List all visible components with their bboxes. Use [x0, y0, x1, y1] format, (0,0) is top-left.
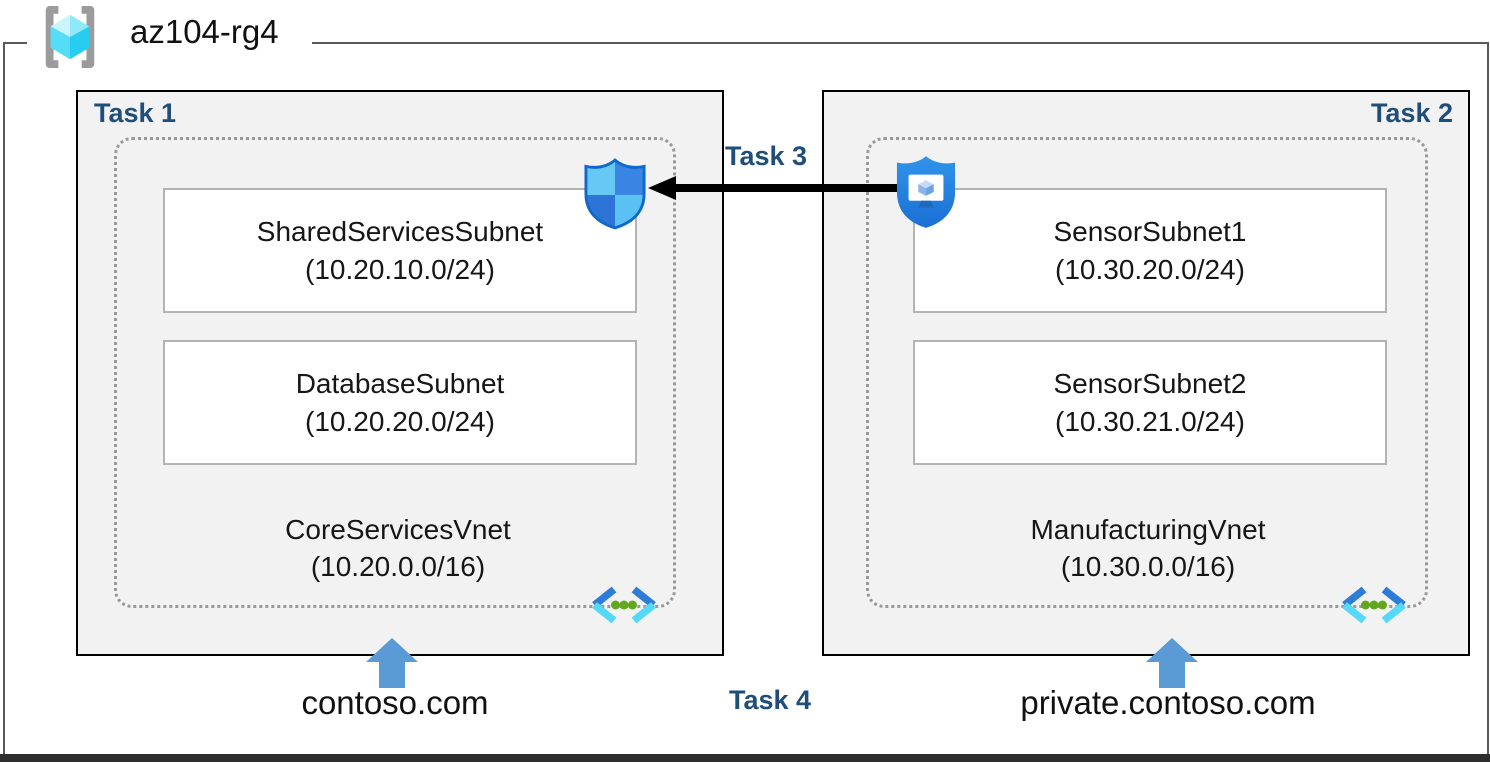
subnet-cidr: (10.30.21.0/24) — [1055, 405, 1245, 437]
up-arrow-icon — [1146, 638, 1198, 688]
contoso-domain-label: contoso.com — [301, 684, 489, 721]
subnet-name: SensorSubnet2 — [1053, 367, 1247, 399]
vnet-cidr-text: (10.30.0.0/16) — [1060, 551, 1236, 582]
resource-group-icon — [45, 5, 95, 69]
network-security-group-icon — [584, 158, 646, 230]
subnet-cidr: (10.30.20.0/24) — [1055, 253, 1245, 285]
manufacturing-vnet-label: ManufacturingVnet (10.30.0.0/16) — [913, 511, 1383, 585]
shielded-vm-icon — [896, 156, 956, 228]
task3-label: Task 3 — [724, 141, 808, 171]
rg-border-gap — [27, 36, 312, 50]
subnet-name: DatabaseSubnet — [295, 367, 505, 399]
sensor-subnet2-box: SensorSubnet2 (10.30.21.0/24) — [913, 340, 1387, 465]
task1-label: Task 1 — [94, 98, 177, 128]
sensor-subnet1-box: SensorSubnet1 (10.30.20.0/24) — [913, 188, 1387, 313]
vnet-name-text: CoreServicesVnet — [285, 514, 511, 545]
manufacturing-vnet-boundary — [866, 137, 1428, 608]
subnet-name: SharedServicesSubnet — [256, 215, 544, 247]
vnet-name-text: ManufacturingVnet — [1030, 514, 1266, 545]
core-services-vnet-boundary — [114, 137, 676, 608]
core-services-vnet-label: CoreServicesVnet (10.20.0.0/16) — [163, 511, 633, 585]
virtual-network-icon — [1342, 586, 1406, 624]
bottom-edge-bar — [0, 754, 1490, 762]
task4-label: Task 4 — [728, 685, 812, 715]
database-subnet-box: DatabaseSubnet (10.20.20.0/24) — [163, 340, 637, 465]
virtual-network-icon — [592, 586, 656, 624]
subnet-cidr: (10.20.10.0/24) — [305, 253, 495, 285]
resource-group-name: az104-rg4 — [130, 13, 279, 50]
subnet-name: SensorSubnet1 — [1053, 215, 1247, 247]
peering-arrow — [648, 176, 900, 200]
task2-label: Task 2 — [1370, 98, 1453, 128]
up-arrow-icon — [366, 638, 418, 688]
vnet-cidr-text: (10.20.0.0/16) — [310, 551, 486, 582]
shared-services-subnet-box: SharedServicesSubnet (10.20.10.0/24) — [163, 188, 637, 313]
subnet-cidr: (10.20.20.0/24) — [305, 405, 495, 437]
private-contoso-domain-label: private.contoso.com — [1020, 684, 1316, 721]
